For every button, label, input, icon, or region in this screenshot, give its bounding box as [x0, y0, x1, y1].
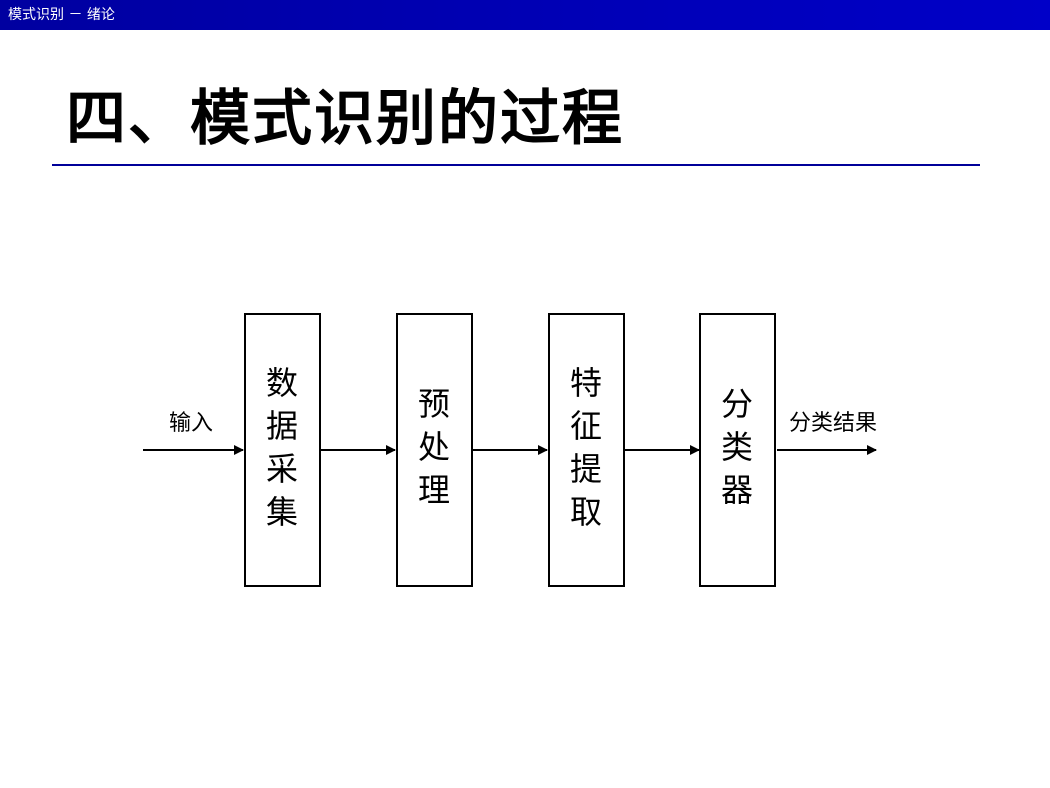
step-box: [548, 313, 625, 587]
step-box: [699, 313, 776, 587]
step-char: 器: [721, 471, 753, 509]
step-char: 征: [570, 407, 602, 445]
step-preprocessing: 预 处 理: [396, 313, 473, 587]
step-char: 采: [266, 450, 298, 488]
title-underline: [52, 164, 980, 166]
step-feature-extraction: 特 征 提 取: [548, 313, 625, 587]
header-text: 模式识别 － 绪论: [8, 7, 115, 23]
header-bar: 模式识别 － 绪论: [0, 0, 1050, 30]
step-char: 提: [570, 450, 602, 488]
step-data-collection: 数 据 采 集: [244, 313, 321, 587]
page-title: 四、模式识别的过程: [66, 84, 624, 154]
step-char: 据: [266, 407, 298, 445]
step-char: 处: [418, 428, 450, 466]
step-char: 预: [418, 385, 450, 423]
input-label: 输入: [169, 411, 213, 436]
step-classifier: 分 类 器: [699, 313, 776, 587]
step-char: 数: [266, 364, 298, 402]
step-char: 特: [570, 364, 602, 402]
step-char: 分: [721, 385, 753, 423]
step-box: [244, 313, 321, 587]
step-char: 集: [266, 493, 298, 531]
output-label: 分类结果: [789, 411, 877, 436]
step-char: 类: [721, 428, 753, 466]
step-box: [396, 313, 473, 587]
step-char: 取: [570, 493, 602, 531]
step-char: 理: [418, 471, 450, 509]
